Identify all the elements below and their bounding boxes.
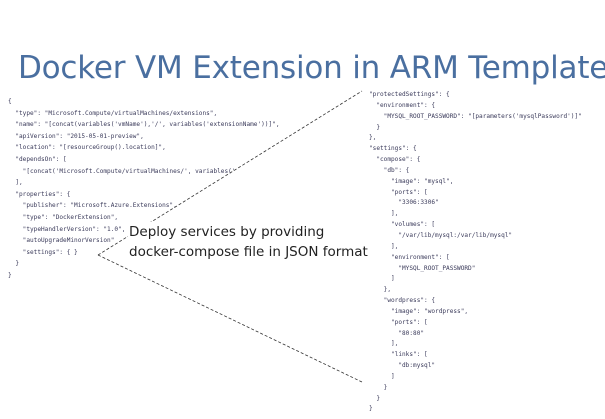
code-line: } — [369, 394, 381, 402]
code-line: "db:mysql" — [369, 362, 436, 370]
code-line: } — [369, 383, 388, 391]
arm-template-code-block: { "type": "Microsoft.Compute/virtualMach… — [8, 96, 280, 282]
code-line: }, — [369, 286, 392, 294]
code-line: "volumes": [ — [369, 221, 436, 229]
code-line: ] — [369, 275, 395, 283]
code-line: "dependsOn": [ — [8, 155, 67, 163]
code-line: "properties": { — [8, 190, 71, 198]
code-line: } — [369, 123, 381, 131]
code-line: ], — [8, 179, 23, 187]
code-line: "compose": { — [369, 156, 421, 164]
callout-text: Deploy services by providing docker-comp… — [128, 222, 369, 262]
code-line: }, — [369, 134, 377, 142]
code-line: "3306:3306" — [369, 199, 439, 207]
code-line: ], — [369, 210, 399, 218]
code-line: "ports": [ — [369, 188, 428, 196]
settings-json-code-block: "protectedSettings": { "environment": { … — [369, 90, 582, 415]
code-line: ], — [369, 340, 399, 348]
code-line: ], — [369, 242, 399, 250]
code-line: "db": { — [369, 166, 410, 174]
code-line: "MYSQL_ROOT_PASSWORD" — [369, 264, 476, 272]
code-line: "ports": [ — [369, 318, 428, 326]
code-line: { — [8, 98, 12, 105]
code-line: } — [369, 405, 373, 413]
code-line: "wordpress": { — [369, 297, 436, 305]
code-line: "protectedSettings": { — [369, 91, 450, 98]
code-line: "settings": { — [369, 145, 417, 153]
callout-line-lower — [97, 254, 363, 383]
callout-line-1: Deploy services by providing — [129, 224, 325, 240]
code-line: "type": "Microsoft.Compute/virtualMachin… — [8, 109, 218, 117]
code-line: "location": "[resourceGroup().location]"… — [8, 144, 166, 152]
slide-title: Docker VM Extension in ARM Template — [18, 50, 605, 86]
code-line: "publisher": "Microsoft.Azure.Extensions… — [8, 202, 177, 210]
code-line: "MYSQL_ROOT_PASSWORD": "[parameters('mys… — [369, 112, 582, 120]
code-line: "environment": [ — [369, 253, 450, 261]
code-line: "environment": { — [369, 101, 436, 109]
code-line: "name": "[concat(variables('vmName'),'/'… — [8, 121, 280, 129]
code-line: "settings": { } — [8, 248, 78, 256]
code-line: "80:80" — [369, 329, 425, 337]
code-line: "image": "wordpress", — [369, 307, 469, 315]
code-line: "[concat('Microsoft.Compute/virtualMachi… — [8, 167, 236, 175]
code-line: } — [8, 271, 12, 279]
code-line: } — [8, 260, 20, 268]
code-line: "/var/lib/mysql:/var/lib/mysql" — [369, 231, 513, 239]
code-line: "apiVersion": "2015-05-01-preview", — [8, 132, 144, 140]
code-line: ] — [369, 372, 395, 380]
code-line: "typeHandlerVersion": "1.0", — [8, 225, 126, 233]
code-line: "image": "mysql", — [369, 177, 454, 185]
callout-line-2: docker-compose file in JSON format — [129, 244, 368, 260]
code-line: "autoUpgradeMinorVersion" — [8, 237, 115, 245]
code-line: "type": "DockerExtension", — [8, 213, 119, 221]
code-line: "links": [ — [369, 351, 428, 359]
